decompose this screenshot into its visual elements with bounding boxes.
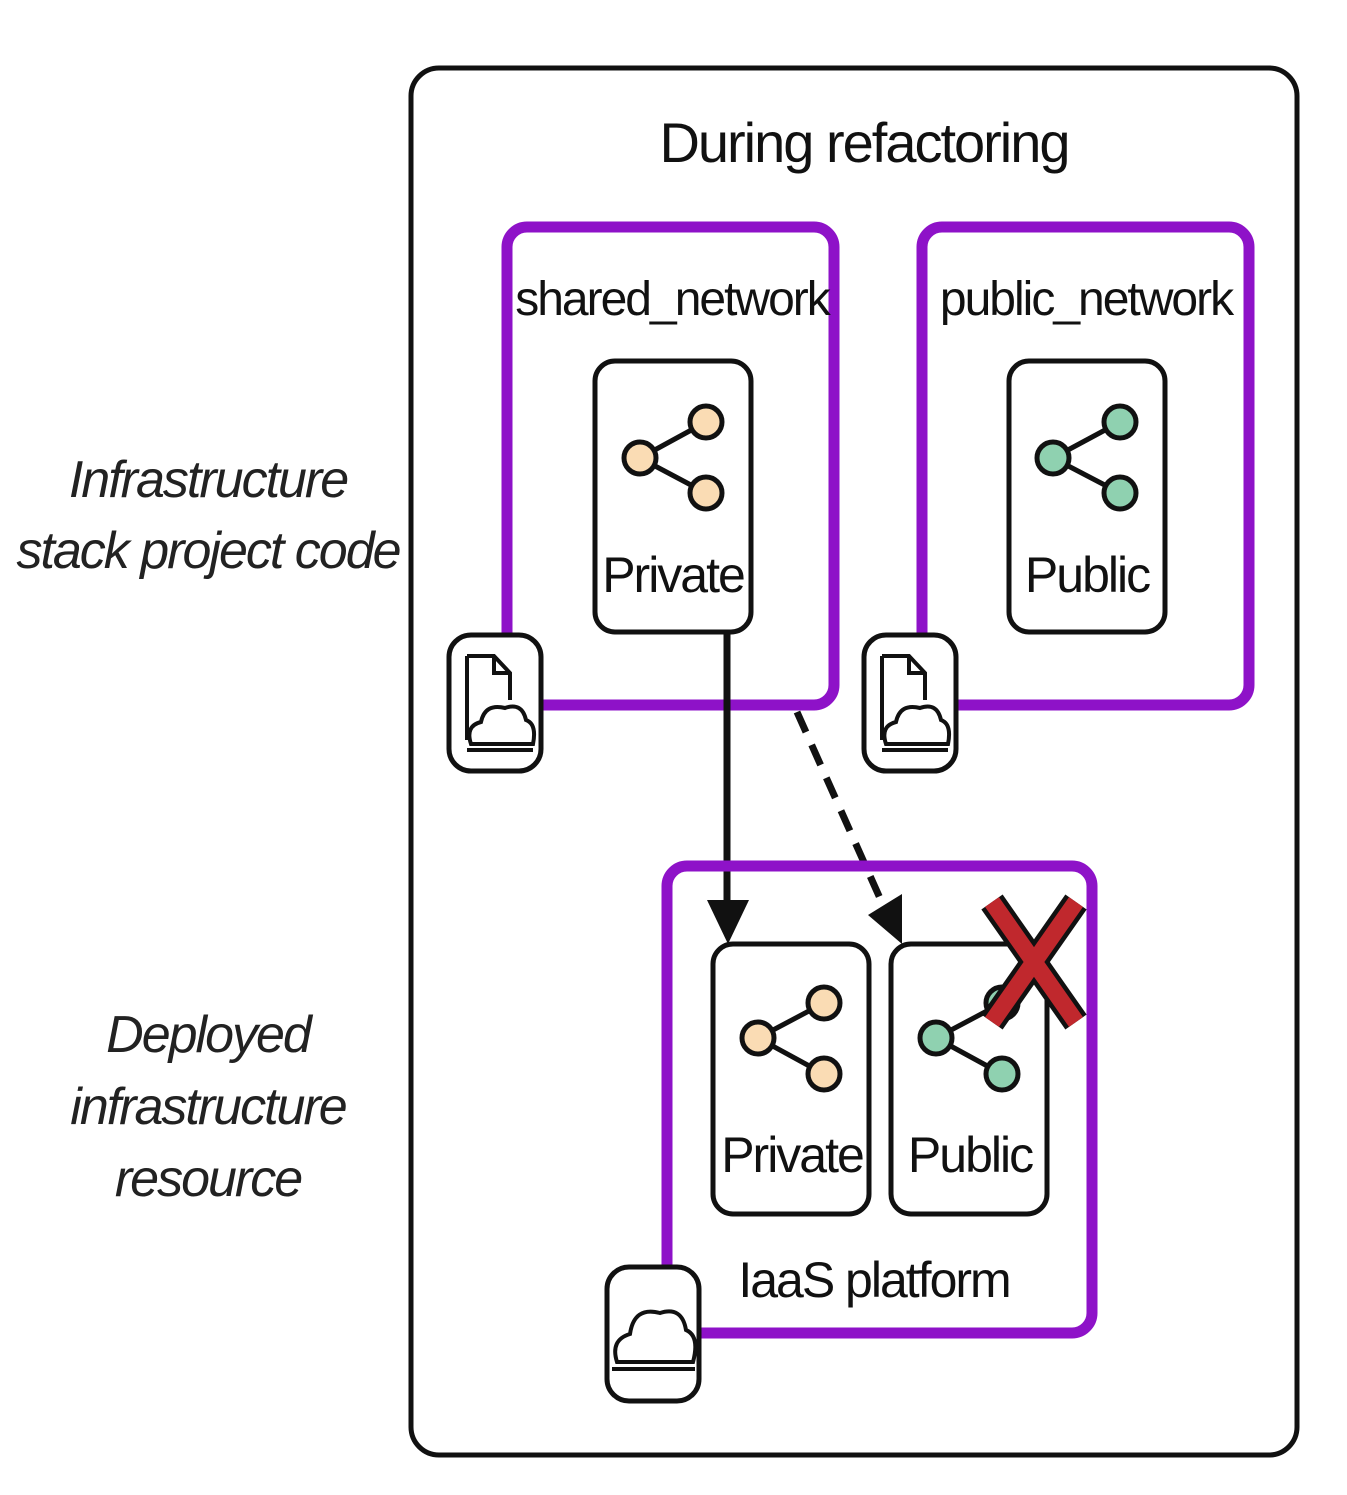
cloud-file-icon bbox=[446, 632, 544, 774]
side-label-code-line-2: stack project code bbox=[16, 522, 399, 580]
remove-x-icon bbox=[981, 894, 1087, 1030]
side-label-code-line-1: Infrastructure bbox=[69, 451, 347, 509]
deploy-arrowhead-solid bbox=[707, 900, 749, 944]
cloud-file-icon bbox=[861, 632, 959, 774]
share-icon bbox=[621, 403, 725, 512]
resource-label: Private bbox=[602, 547, 744, 603]
diagram-title: During refactoring bbox=[659, 111, 1068, 174]
stack-name: public_network bbox=[940, 273, 1235, 326]
stack-public-network: public_network Public bbox=[861, 221, 1255, 774]
resource-label: Private bbox=[721, 1127, 863, 1183]
share-icon bbox=[1034, 403, 1139, 512]
stack-border bbox=[501, 221, 840, 711]
platform-name: IaaS platform bbox=[738, 1252, 1009, 1308]
iaas-platform: Private Public IaaS platform bbox=[604, 860, 1098, 1404]
side-label-deployed-line-3: resource bbox=[115, 1150, 301, 1208]
side-label-deployed-line-1: Deployed bbox=[106, 1006, 314, 1064]
side-label-deployed-line-2: infrastructure bbox=[70, 1078, 346, 1136]
side-label-code: Infrastructure stack project code bbox=[16, 451, 401, 580]
resource-label: Public bbox=[908, 1127, 1033, 1183]
share-icon bbox=[739, 984, 843, 1093]
stack-shared-network: shared_network Private bbox=[446, 221, 840, 774]
stack-border bbox=[916, 221, 1255, 711]
resource-label: Public bbox=[1025, 547, 1150, 603]
deploy-arrowhead-dashed bbox=[868, 894, 902, 944]
stack-name: shared_network bbox=[515, 273, 832, 326]
platform-border bbox=[661, 860, 1098, 1339]
side-label-deployed: Deployed infrastructure resource bbox=[70, 1006, 348, 1208]
cloud-icon bbox=[604, 1264, 702, 1404]
